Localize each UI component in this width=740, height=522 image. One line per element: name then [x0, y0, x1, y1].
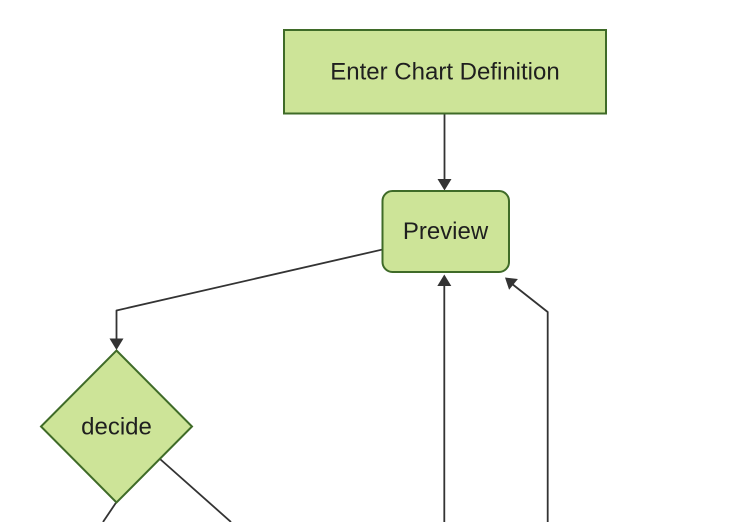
edge-line [115, 248, 383, 340]
edge-line [102, 502, 117, 522]
node-label: Preview [403, 218, 489, 245]
node-label: decide [81, 414, 152, 441]
node-enter-chart-definition: Enter Chart Definition [283, 29, 607, 115]
arrowhead-down-icon [109, 338, 124, 350]
node-diamond [39, 349, 194, 504]
node-rectangle [283, 29, 607, 115]
edge-line [510, 282, 549, 522]
arrowhead-up-icon [437, 274, 452, 286]
node-preview: Preview [381, 190, 510, 273]
edge-line [159, 458, 232, 522]
node-label: Enter Chart Definition [330, 59, 559, 86]
edge-enter-to-preview [437, 113, 452, 191]
edge-offscreen-to-preview-corner [505, 277, 549, 522]
node-rounded-rectangle [381, 190, 510, 273]
edge-decide-to-offscreen-right [159, 458, 232, 522]
edge-preview-to-decide [109, 248, 383, 350]
arrowhead-upleft-icon [505, 277, 518, 290]
edge-offscreen-to-preview-bottom [437, 274, 452, 522]
arrowhead-down-icon [437, 179, 452, 191]
edge-decide-to-offscreen-left [102, 502, 117, 522]
node-decide: decide [39, 349, 194, 504]
